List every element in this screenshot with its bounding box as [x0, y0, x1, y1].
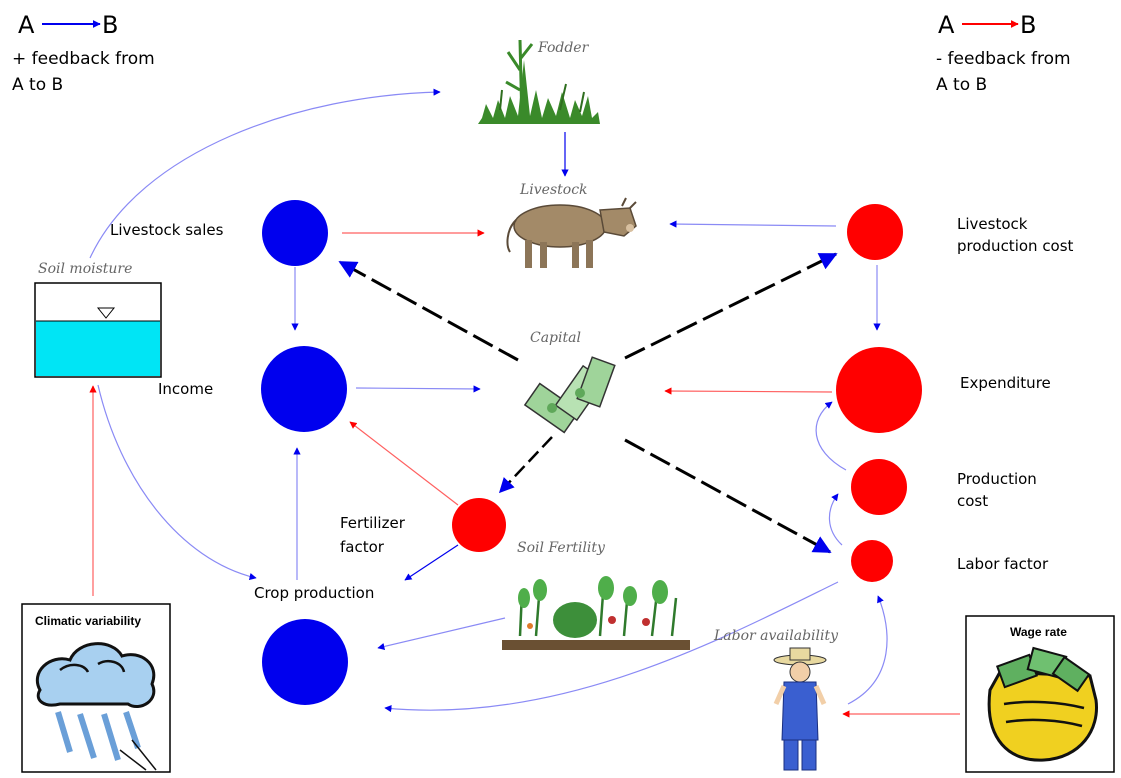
wage-rate-box: Wage rate: [965, 615, 1115, 773]
link-soil-moisture-crop: [97, 384, 257, 581]
label-capital: Capital: [530, 330, 581, 346]
legend-positive-line1: + feedback from: [12, 49, 155, 69]
links: [89, 88, 960, 718]
label-livestock: Livestock: [519, 182, 588, 198]
label-wage-rate: Wage rate: [1010, 625, 1067, 639]
label-lpc-2: production cost: [957, 237, 1074, 255]
link-soil-fertility-crop: [377, 617, 506, 651]
link-lpc-livestock: [669, 220, 837, 228]
node-income: [261, 346, 347, 432]
node-crop-production: [262, 619, 348, 705]
label-soil-moisture: Soil moisture: [38, 261, 132, 277]
link-labor-factor-crop: [384, 581, 839, 713]
fodder-grass-icon: [478, 39, 600, 125]
legend-positive-b: B: [102, 11, 118, 39]
link-soil-moisture-fodder: [89, 88, 441, 259]
legend-negative-line2: A to B: [936, 75, 987, 95]
label-lpc-1: Livestock: [957, 215, 1028, 233]
farmer-icon: [773, 647, 827, 771]
link-capital-fertilizer: [498, 436, 553, 494]
node-livestock-production-cost: [847, 204, 903, 260]
label-labor-factor: Labor factor: [957, 555, 1049, 573]
label-climatic-variability: Climatic variability: [35, 614, 141, 628]
cow-icon: [506, 197, 637, 268]
link-fertilizer-income: [349, 421, 459, 506]
plants-soil-icon: [502, 576, 690, 650]
water-tank-icon: [34, 282, 162, 378]
link-labor-availability-labor-factor: [847, 595, 888, 705]
legend-negative: A B - feedback from A to B: [936, 11, 1071, 95]
legend-positive-a: A: [18, 11, 35, 39]
link-income-capital: [355, 385, 481, 393]
legend-positive: A B + feedback from A to B: [12, 11, 155, 95]
node-fertilizer-factor: [452, 498, 506, 552]
label-production-cost-2: cost: [957, 492, 988, 510]
node-labor-factor: [851, 540, 893, 582]
link-expenditure-capital: [664, 387, 833, 395]
label-income: Income: [158, 380, 213, 398]
legend-negative-line1: - feedback from: [936, 49, 1071, 69]
label-expenditure: Expenditure: [960, 374, 1051, 392]
label-fertilizer-1: Fertilizer: [340, 514, 406, 532]
link-capital-livestock-sales: [338, 260, 519, 362]
legend-positive-line2: A to B: [12, 75, 63, 95]
money-bills-icon: [523, 356, 616, 434]
node-production-cost: [851, 459, 907, 515]
legend-negative-b: B: [1020, 11, 1036, 39]
label-crop-production: Crop production: [254, 584, 374, 602]
label-labor-availability: Labor availability: [713, 628, 839, 644]
link-production-cost-expenditure: [815, 401, 847, 471]
link-capital-labor-factor: [624, 438, 832, 554]
label-production-cost-1: Production: [957, 470, 1037, 488]
node-livestock-sales: [262, 200, 328, 266]
label-livestock-sales: Livestock sales: [110, 221, 224, 239]
climatic-variability-box: Climatic variability: [21, 603, 171, 773]
legend-negative-a: A: [938, 11, 955, 39]
label-soil-fertility: Soil Fertility: [517, 540, 606, 556]
node-expenditure: [836, 347, 922, 433]
link-labor-production-cost: [828, 493, 843, 546]
hand-money-icon: [987, 646, 1098, 762]
label-fodder: Fodder: [537, 40, 590, 56]
label-fertilizer-2: factor: [340, 538, 385, 556]
link-fertilizer-crop: [404, 544, 459, 581]
storm-cloud-icon: [35, 642, 157, 771]
link-capital-lpc: [624, 252, 838, 360]
